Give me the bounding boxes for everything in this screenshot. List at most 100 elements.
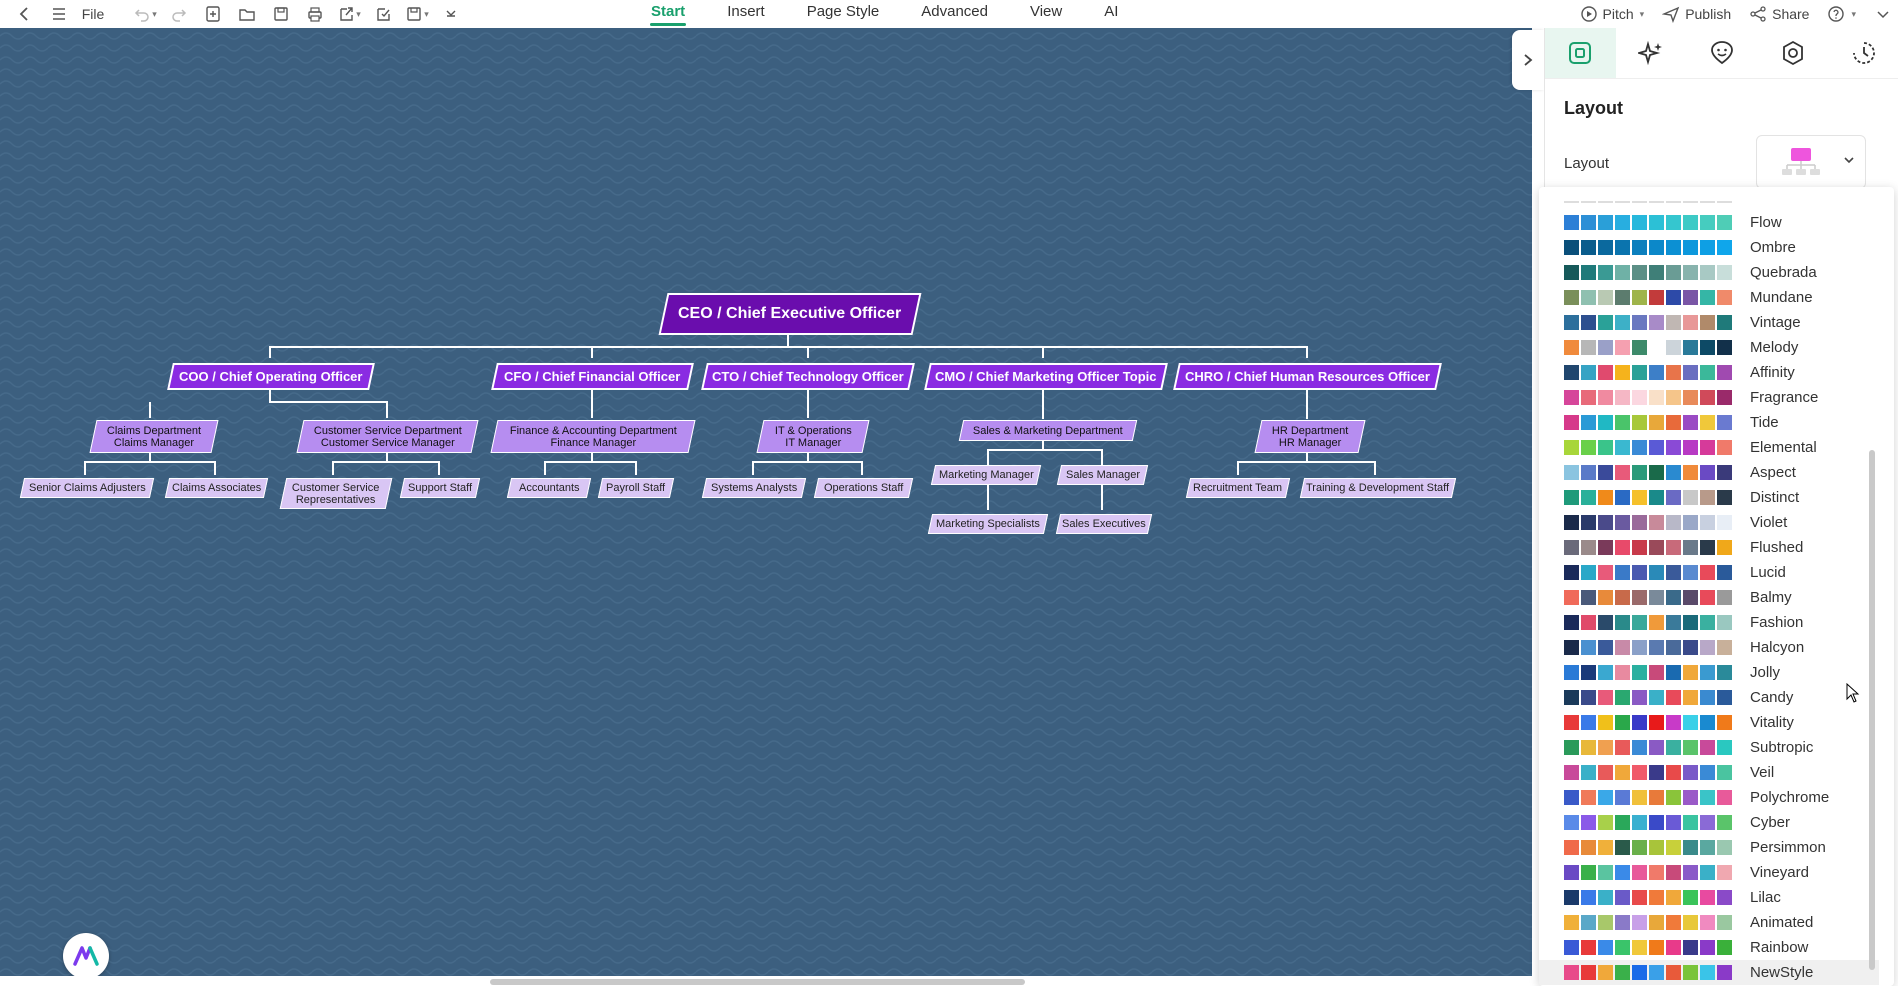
color-swatch: [1666, 315, 1681, 330]
palette-option[interactable]: Jolly: [1539, 660, 1879, 685]
org-node-finance-dept[interactable]: Finance & Accounting Department Finance …: [490, 420, 696, 453]
diagram-canvas[interactable]: CEO / Chief Executive Officer COO / Chie…: [0, 28, 1532, 976]
menu-insert[interactable]: Insert: [727, 3, 765, 20]
palette-option[interactable]: Vineyard: [1539, 860, 1879, 885]
menu-page-style[interactable]: Page Style: [806, 3, 880, 20]
file-menu[interactable]: File: [81, 6, 105, 22]
print-icon[interactable]: [298, 1, 332, 27]
palette-option[interactable]: Quebrada: [1539, 260, 1879, 285]
tab-icons[interactable]: [1687, 28, 1758, 78]
horizontal-scrollbar[interactable]: [0, 976, 1532, 986]
org-node-ceo[interactable]: CEO / Chief Executive Officer: [658, 293, 922, 335]
menu-advanced[interactable]: Advanced: [921, 3, 988, 20]
tab-layout[interactable]: [1545, 28, 1616, 78]
tab-theme[interactable]: [1757, 28, 1828, 78]
palette-option[interactable]: Mundane: [1539, 285, 1879, 310]
color-swatch: [1632, 690, 1647, 705]
palette-option[interactable]: Lilac: [1539, 885, 1879, 910]
save-as-icon[interactable]: ▾: [400, 1, 434, 27]
palette-option[interactable]: Violet: [1539, 510, 1879, 535]
org-node-payroll-staff[interactable]: Payroll Staff: [597, 478, 675, 498]
share-button[interactable]: Share: [1749, 5, 1809, 23]
palette-option[interactable]: Balmy: [1539, 585, 1879, 610]
menu-start[interactable]: Start: [630, 0, 706, 26]
publish-button[interactable]: Publish: [1662, 5, 1731, 23]
menu-view[interactable]: View: [1029, 3, 1063, 20]
org-node-support-staff[interactable]: Support Staff: [399, 478, 481, 498]
org-node-systems-analysts[interactable]: Systems Analysts: [701, 478, 807, 498]
palette-option[interactable]: Flow: [1539, 210, 1879, 235]
org-node-sales-marketing-dept[interactable]: Sales & Marketing Department: [958, 420, 1138, 441]
open-folder-icon[interactable]: [230, 1, 264, 27]
color-swatch: [1598, 865, 1613, 880]
org-node-operations-staff[interactable]: Operations Staff: [813, 478, 914, 498]
palette-option[interactable]: Polychrome: [1539, 785, 1879, 810]
palette-option[interactable]: Flushed: [1539, 535, 1879, 560]
hamburger-menu-icon[interactable]: [42, 1, 76, 27]
org-node-training-development[interactable]: Training & Development Staff: [1299, 478, 1457, 498]
palette-option[interactable]: Cyber: [1539, 810, 1879, 835]
palette-option[interactable]: Tide: [1539, 410, 1879, 435]
color-swatch: [1581, 865, 1596, 880]
org-node-claims-dept[interactable]: Claims Department Claims Manager: [89, 420, 219, 453]
new-file-icon[interactable]: [196, 1, 230, 27]
palette-option[interactable]: Distinct: [1539, 485, 1879, 510]
redo-icon[interactable]: [162, 1, 196, 27]
palette-option[interactable]: Vitality: [1539, 710, 1879, 735]
color-swatch: [1649, 540, 1664, 555]
collapse-toolbar-icon[interactable]: [1874, 5, 1892, 23]
palette-option[interactable]: Veil: [1539, 760, 1879, 785]
palette-option[interactable]: Affinity: [1539, 360, 1879, 385]
org-node-claims-associates[interactable]: Claims Associates: [164, 478, 269, 498]
palette-option[interactable]: Subtropic: [1539, 735, 1879, 760]
org-node-accountants[interactable]: Accountants: [506, 478, 592, 498]
palette-option[interactable]: Halcyon: [1539, 635, 1879, 660]
org-node-cmo[interactable]: CMO / Chief Marketing Officer Topic: [924, 363, 1168, 390]
org-node-recruitment-team[interactable]: Recruitment Team: [1185, 478, 1291, 498]
ai-assistant-button[interactable]: [63, 933, 109, 976]
org-node-it-operations[interactable]: IT & Operations IT Manager: [756, 420, 870, 453]
org-node-chro[interactable]: CHRO / Chief Human Resources Officer: [1173, 363, 1442, 390]
org-node-hr-dept[interactable]: HR Department HR Manager: [1254, 420, 1366, 453]
palette-option[interactable]: Lucid: [1539, 560, 1879, 585]
palette-option[interactable]: NewStyle: [1539, 960, 1879, 985]
panel-collapse-button[interactable]: [1512, 30, 1544, 90]
palette-option[interactable]: Animated: [1539, 910, 1879, 935]
palette-option[interactable]: Vintage: [1539, 310, 1879, 335]
scroll-thumb[interactable]: [490, 979, 1025, 985]
palette-option[interactable]: Rainbow: [1539, 935, 1879, 960]
palette-option[interactable]: Candy: [1539, 685, 1879, 710]
more-chevron-icon[interactable]: [434, 1, 468, 27]
org-node-customer-service-dept[interactable]: Customer Service Department Customer Ser…: [296, 420, 479, 453]
edit-check-icon[interactable]: [366, 1, 400, 27]
palette-option[interactable]: Persimmon: [1539, 835, 1879, 860]
palette-option[interactable]: Melody: [1539, 335, 1879, 360]
org-node-senior-claims-adjusters[interactable]: Senior Claims Adjusters: [19, 478, 155, 498]
undo-icon[interactable]: ▾: [128, 1, 162, 27]
export-icon[interactable]: ▾: [332, 1, 366, 27]
org-node-marketing-manager[interactable]: Marketing Manager: [930, 465, 1042, 485]
palette-option[interactable]: Ombre: [1539, 235, 1879, 260]
org-node-cfo[interactable]: CFO / Chief Financial Officer: [491, 363, 694, 390]
org-node-sales-executives[interactable]: Sales Executives: [1055, 514, 1153, 534]
tab-ai-style[interactable]: [1616, 28, 1687, 78]
save-icon[interactable]: [264, 1, 298, 27]
palette-option[interactable]: Fashion: [1539, 610, 1879, 635]
org-node-customer-service-reps[interactable]: Customer Service Representatives: [279, 478, 393, 509]
org-node-cto[interactable]: CTO / Chief Technology Officer: [701, 363, 915, 390]
tab-history[interactable]: [1828, 28, 1898, 78]
palette-option[interactable]: Fragrance: [1539, 385, 1879, 410]
layout-select[interactable]: [1756, 135, 1866, 189]
palette-option[interactable]: Aspect: [1539, 460, 1879, 485]
palette-name: Animated: [1750, 914, 1814, 931]
palette-option[interactable]: Elemental: [1539, 435, 1879, 460]
menu-ai[interactable]: AI: [1104, 3, 1119, 20]
org-node-coo[interactable]: COO / Chief Operating Officer: [167, 363, 375, 390]
back-icon[interactable]: [8, 1, 42, 27]
help-button[interactable]: ▾: [1827, 5, 1856, 23]
color-swatch: [1598, 540, 1613, 555]
pitch-button[interactable]: Pitch▾: [1580, 5, 1644, 23]
org-node-marketing-specialists[interactable]: Marketing Specialists: [927, 514, 1049, 534]
vertical-scrollbar[interactable]: [1869, 450, 1875, 970]
org-node-sales-manager[interactable]: Sales Manager: [1056, 465, 1149, 485]
